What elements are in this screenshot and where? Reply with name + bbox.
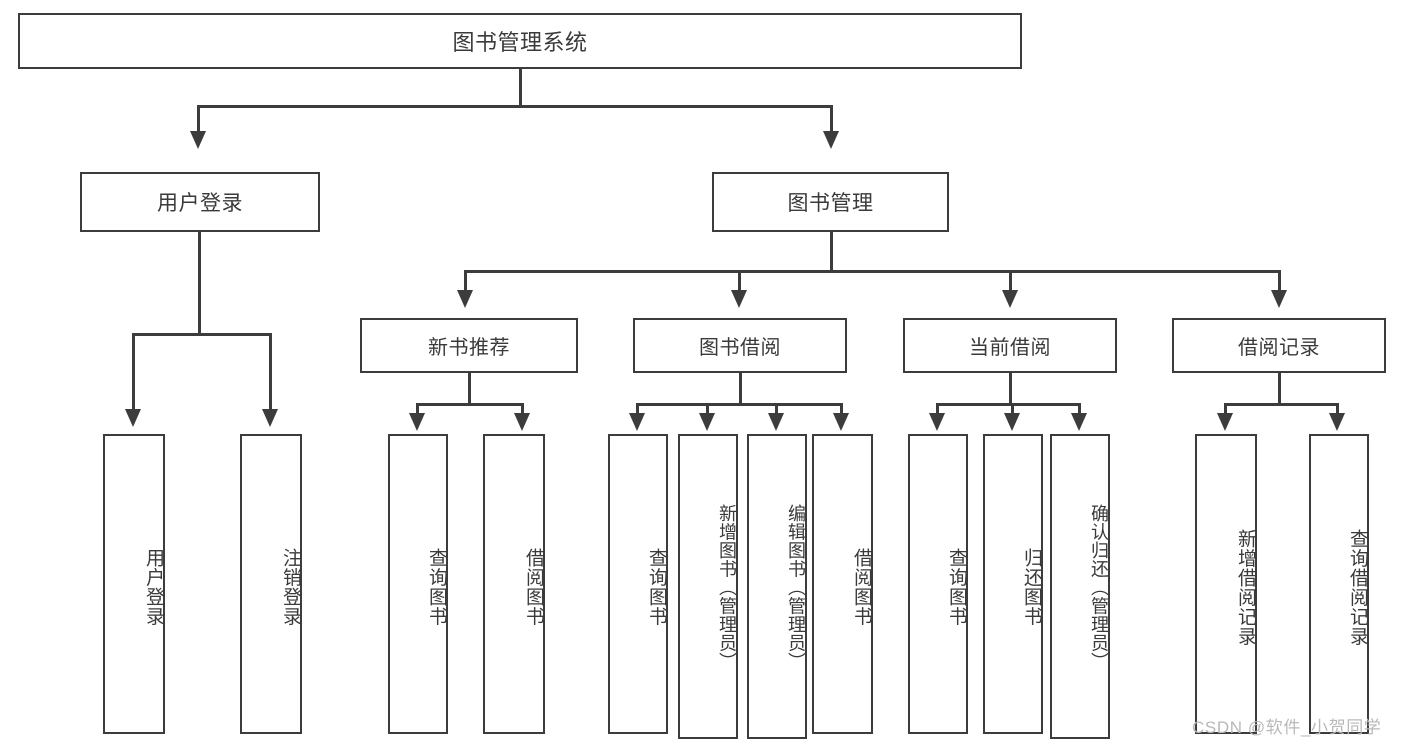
connector-drop-leaf-add-record [1224, 403, 1227, 415]
leaf-return-book[interactable]: 归还图书 [983, 434, 1043, 734]
leaf-query-book-new[interactable]: 查询图书 [388, 434, 448, 734]
node-label: 借阅图书 [851, 548, 872, 626]
arrowhead-leaf-return-book [1004, 413, 1020, 431]
node-root-system[interactable]: 图书管理系统 [18, 13, 1022, 69]
connector-root-stem [519, 69, 522, 107]
connector-drop-leaf-borrow-book-1 [521, 403, 524, 415]
arrowhead-book-borrow [731, 290, 747, 308]
arrowhead-leaf-query-book-1 [409, 413, 425, 431]
connector-level3-bus [464, 270, 1281, 273]
node-borrow-record[interactable]: 借阅记录 [1172, 318, 1386, 373]
node-label: 新增借阅记录 [1235, 528, 1256, 646]
arrowhead-leaf-confirm-return [1071, 413, 1087, 431]
connector-drop-leaf-query-book-2 [636, 403, 639, 415]
arrowhead-book-mgmt [823, 131, 839, 149]
node-new-book-recommend[interactable]: 新书推荐 [360, 318, 578, 373]
connector-drop-leaf-user-login [132, 333, 135, 411]
arrowhead-leaf-edit-book [768, 413, 784, 431]
node-book-management[interactable]: 图书管理 [712, 172, 949, 232]
arrowhead-user-login [190, 131, 206, 149]
node-label: 图书管理 [787, 192, 874, 215]
leaf-borrow-book-new[interactable]: 借阅图书 [483, 434, 545, 734]
connector-drop-leaf-logout [269, 333, 272, 411]
connector-drop-current-borrow [1009, 270, 1012, 292]
arrowhead-leaf-logout [262, 409, 278, 427]
connector-new-book-bus [416, 403, 524, 406]
arrowhead-leaf-query-book-3 [929, 413, 945, 431]
leaf-add-borrow-record[interactable]: 新增借阅记录 [1195, 434, 1257, 734]
connector-drop-borrow-record [1278, 270, 1281, 292]
arrowhead-leaf-add-book [699, 413, 715, 431]
leaf-query-book-current[interactable]: 查询图书 [908, 434, 968, 734]
arrowhead-leaf-query-book-2 [629, 413, 645, 431]
leaf-logout[interactable]: 注销登录 [240, 434, 302, 734]
connector-drop-leaf-query-record [1336, 403, 1339, 415]
node-label: 当前借阅 [969, 337, 1051, 359]
node-book-borrow[interactable]: 图书借阅 [633, 318, 847, 373]
node-label: 新增图书（管理员） [717, 504, 737, 671]
connector-new-book-stem [468, 373, 471, 405]
connector-current-borrow-stem [1009, 373, 1012, 405]
connector-drop-book-mgmt [830, 105, 833, 133]
node-label: 图书管理系统 [452, 30, 588, 55]
connector-drop-leaf-add-book [706, 403, 709, 415]
connector-borrow-record-stem [1278, 373, 1281, 405]
connector-drop-leaf-borrow-book-2 [840, 403, 843, 415]
connector-drop-leaf-return-book [1011, 403, 1014, 415]
arrowhead-new-book [457, 290, 473, 308]
arrowhead-leaf-borrow-book-2 [833, 413, 849, 431]
leaf-query-borrow-record[interactable]: 查询借阅记录 [1309, 434, 1369, 734]
csdn-watermark: CSDN @软件_小贺同学 [1192, 718, 1382, 737]
connector-drop-book-borrow [738, 270, 741, 292]
node-label: 查询借阅记录 [1347, 528, 1368, 646]
leaf-add-book-admin[interactable]: 新增图书（管理员） [678, 434, 738, 739]
leaf-user-login[interactable]: 用户登录 [103, 434, 165, 734]
node-label: 用户登录 [143, 548, 164, 626]
arrowhead-leaf-borrow-book-1 [514, 413, 530, 431]
node-current-borrow[interactable]: 当前借阅 [903, 318, 1117, 373]
connector-drop-new-book [464, 270, 467, 292]
node-label: 图书借阅 [699, 337, 781, 359]
node-user-login[interactable]: 用户登录 [80, 172, 320, 232]
connector-drop-user-login [197, 105, 200, 133]
leaf-edit-book-admin[interactable]: 编辑图书（管理员） [747, 434, 807, 739]
node-label: 注销登录 [280, 548, 301, 626]
connector-drop-leaf-confirm-return [1078, 403, 1081, 415]
node-label: 查询图书 [426, 548, 447, 626]
arrowhead-borrow-record [1271, 290, 1287, 308]
connector-drop-leaf-edit-book [775, 403, 778, 415]
leaf-confirm-return-admin[interactable]: 确认归还（管理员） [1050, 434, 1110, 739]
connector-current-borrow-bus [936, 403, 1080, 406]
node-label: 新书推荐 [428, 337, 510, 359]
connector-borrow-record-bus [1224, 403, 1339, 406]
node-label: 编辑图书（管理员） [786, 504, 806, 671]
node-label: 归还图书 [1021, 548, 1042, 626]
arrowhead-leaf-add-record [1217, 413, 1233, 431]
connector-drop-leaf-query-book-3 [936, 403, 939, 415]
connector-user-login-stem [198, 232, 201, 335]
node-label: 借阅记录 [1238, 337, 1320, 359]
node-label: 用户登录 [157, 192, 243, 215]
leaf-query-book-borrow[interactable]: 查询图书 [608, 434, 668, 734]
arrowhead-current-borrow [1002, 290, 1018, 308]
node-label: 借阅图书 [523, 548, 544, 626]
node-label: 确认归还（管理员） [1089, 504, 1109, 671]
connector-book-borrow-bus [636, 403, 843, 406]
connector-level2-bus [197, 105, 833, 108]
connector-user-login-bus [132, 333, 272, 336]
leaf-borrow-book-borrow[interactable]: 借阅图书 [812, 434, 873, 734]
connector-drop-leaf-query-book-1 [416, 403, 419, 415]
node-label: 查询图书 [946, 548, 967, 626]
arrowhead-leaf-user-login [125, 409, 141, 427]
connector-book-borrow-stem [739, 373, 742, 405]
arrowhead-leaf-query-record [1329, 413, 1345, 431]
node-label: 查询图书 [646, 548, 667, 626]
connector-book-mgmt-stem [830, 232, 833, 272]
